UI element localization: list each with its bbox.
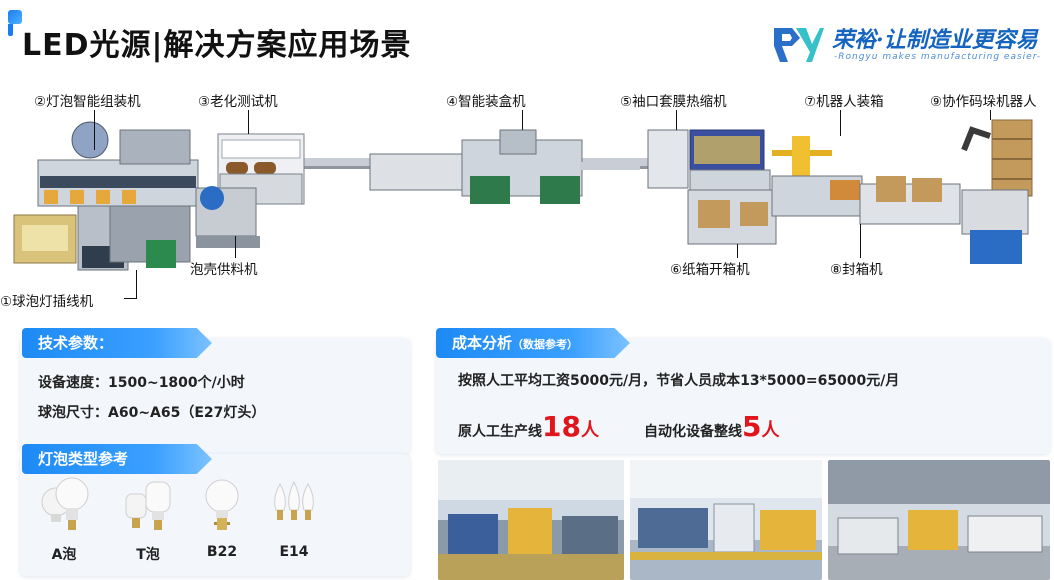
leader-line bbox=[235, 236, 236, 258]
bulb-type-e14: E14 bbox=[262, 476, 326, 560]
machine-carton-opener bbox=[687, 189, 777, 245]
leader-line bbox=[248, 110, 249, 134]
leader-line bbox=[990, 110, 991, 120]
label-box-packer: ④智能装盒机 bbox=[446, 94, 526, 110]
brand-slogan: 荣裕·让制造业更容易 bbox=[832, 27, 1038, 53]
page-title: LED光源|解决方案应用场景 bbox=[22, 28, 412, 63]
machine-palletizing-robot bbox=[961, 119, 1033, 264]
machine-box-packer bbox=[369, 129, 640, 204]
production-line-illustration: ②灯泡智能组装机 ③老化测试机 ④智能装盒机 ⑤袖口套膜热缩机 ⑦机器人装箱 ⑨… bbox=[0, 80, 1054, 310]
manual-headcount: 18 bbox=[542, 410, 581, 443]
label-shell-feeder: 泡壳供料机 bbox=[190, 262, 258, 278]
title-accent-mark bbox=[8, 10, 22, 36]
auto-line-label: 自动化设备整线 bbox=[644, 424, 742, 440]
leader-line bbox=[737, 244, 738, 258]
tech-params-heading: 技术参数： bbox=[22, 328, 212, 358]
bulb-types-heading: 灯泡类型参考 bbox=[22, 444, 212, 474]
bulb-type-t: T泡 bbox=[116, 476, 180, 564]
bulb-type-b22: B22 bbox=[190, 476, 254, 560]
machine-robot-boxing bbox=[771, 136, 863, 217]
bulb-type-a: A泡 bbox=[32, 476, 96, 564]
leader-line bbox=[136, 270, 137, 299]
label-wire-inserter: ①球泡灯插线机 bbox=[0, 294, 94, 310]
a-bulb-icon bbox=[41, 477, 89, 530]
e14-candle-bulb-icon bbox=[274, 480, 314, 520]
leader-line bbox=[94, 110, 95, 150]
manual-unit: 人 bbox=[580, 420, 599, 441]
cost-heading-text: 成本分析 bbox=[452, 334, 513, 352]
leader-line bbox=[676, 110, 677, 130]
leader-line bbox=[840, 110, 841, 136]
label-bulb-assembler: ②灯泡智能组装机 bbox=[34, 94, 141, 110]
label-robot-boxing: ⑦机器人装箱 bbox=[804, 94, 884, 110]
bulb-types-panel bbox=[20, 454, 410, 576]
production-line-machines bbox=[13, 119, 1033, 271]
brand-tagline: -Rongyu makes manufacturing easier- bbox=[834, 52, 1042, 62]
label-aging-tester: ③老化测试机 bbox=[198, 94, 278, 110]
factory-photo-1 bbox=[438, 460, 624, 580]
auto-headcount: 5 bbox=[742, 410, 762, 443]
cost-analysis-heading: 成本分析（数据参考） bbox=[436, 328, 630, 358]
b22-bulb-icon bbox=[205, 479, 239, 530]
machine-aging-tester bbox=[195, 133, 305, 248]
spec-size: 球泡尺寸：A60~A65（E27灯头） bbox=[38, 405, 266, 421]
auto-unit: 人 bbox=[761, 420, 780, 441]
machine-bulb-assembler bbox=[37, 121, 199, 268]
label-heat-shrink: ⑤袖口套膜热缩机 bbox=[620, 94, 727, 110]
factory-photo-2 bbox=[630, 460, 822, 580]
factory-photo-3 bbox=[828, 460, 1050, 580]
leader-line bbox=[860, 224, 861, 258]
leader-line bbox=[124, 298, 136, 299]
machine-case-sealer bbox=[859, 176, 961, 225]
bulb-type-name: A泡 bbox=[51, 547, 77, 563]
spec-speed: 设备速度：1500~1800个/小时 bbox=[38, 375, 245, 391]
leader-line bbox=[522, 110, 523, 130]
label-palletizing-robot: ⑨协作码垛机器人 bbox=[930, 94, 1037, 110]
cost-savings-text: 按照人工平均工资5000元/月，节省人员成本13*5000=65000元/月 bbox=[458, 373, 900, 389]
bulb-type-name: E14 bbox=[279, 544, 309, 560]
cost-heading-sub: （数据参考） bbox=[512, 338, 579, 351]
brand-block: 荣裕·让制造业更容易 -Rongyu makes manufacturing e… bbox=[772, 22, 1042, 66]
label-case-sealer: ⑧封箱机 bbox=[830, 262, 883, 278]
bulb-type-name: B22 bbox=[206, 544, 238, 560]
rongyu-logo-icon bbox=[774, 28, 824, 62]
t-bulb-icon bbox=[125, 481, 171, 530]
cost-manual-line: 原人工生产线18人 bbox=[458, 410, 599, 443]
bulb-type-name: T泡 bbox=[136, 547, 160, 563]
cost-auto-line: 自动化设备整线5人 bbox=[644, 410, 779, 443]
label-carton-opener: ⑥纸箱开箱机 bbox=[670, 262, 750, 278]
manual-line-label: 原人工生产线 bbox=[458, 424, 542, 440]
